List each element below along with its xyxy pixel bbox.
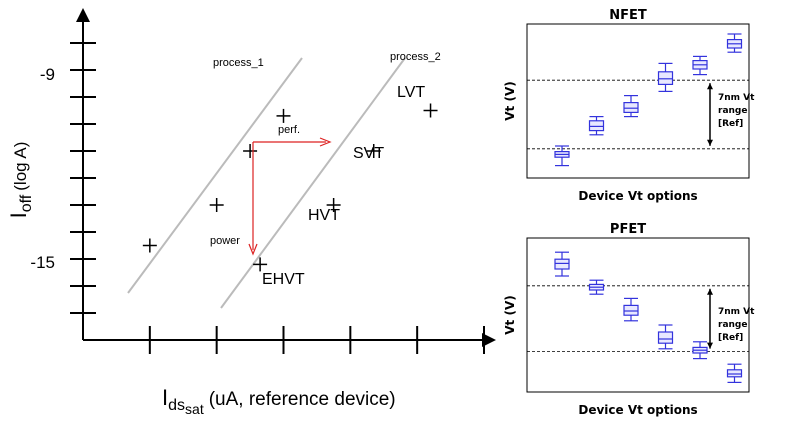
box-5 xyxy=(692,341,708,360)
box-1 xyxy=(554,251,570,277)
nfet-ref-line-3: [Ref] xyxy=(718,119,743,129)
box-3 xyxy=(623,297,639,322)
pfet-ref-line-3: [Ref] xyxy=(718,333,743,343)
box-4 xyxy=(657,324,674,350)
box-6 xyxy=(726,363,743,383)
pfet-ref-line-2: range xyxy=(718,320,747,330)
x-axis-arrow xyxy=(482,333,496,347)
box-2 xyxy=(588,115,605,136)
box-1 xyxy=(554,145,570,167)
box-5 xyxy=(692,55,708,76)
series-label-process-1: process_1 xyxy=(213,57,264,69)
pfet-y-label: Vt (V) xyxy=(503,295,517,334)
pfet-range-bracket xyxy=(707,288,713,349)
nfet-ref-line-1: 7nm Vt xyxy=(718,93,755,103)
process-1-trendline xyxy=(127,57,303,294)
svg-text:Vt (V): Vt (V) xyxy=(503,81,517,120)
marker-process_2 xyxy=(423,103,438,118)
marker-process_1 xyxy=(142,238,157,253)
series-label-process-2: process_2 xyxy=(390,51,441,63)
nfet-ref-line-2: range xyxy=(718,106,747,116)
marker-process_2 xyxy=(326,198,341,212)
marker-process_2 xyxy=(253,257,268,272)
y-axis-label: Ioff(log A) xyxy=(6,142,35,219)
pfet-plot-frame xyxy=(526,237,750,393)
annotation-perf: perf. xyxy=(278,124,300,136)
x-axis-label: Idssat(uA, reference device) xyxy=(162,385,396,417)
nfet-y-label: Vt (V) xyxy=(503,81,517,120)
marker-process_2 xyxy=(366,144,381,158)
point-label-hvt: HVT xyxy=(308,207,340,224)
svg-text:Ioff(log A): Ioff(log A) xyxy=(6,142,35,219)
perf-arrow-head xyxy=(319,137,332,147)
nfet-plot-frame xyxy=(526,23,750,179)
point-label-lvt: LVT xyxy=(397,84,425,101)
marker-process_1 xyxy=(276,108,291,123)
svg-text:Vt (V): Vt (V) xyxy=(503,295,517,334)
nfet-boxes xyxy=(554,33,743,167)
box-3 xyxy=(623,94,639,118)
nfet-title: NFET xyxy=(609,8,647,23)
box-4 xyxy=(657,62,674,93)
nfet-range-bracket xyxy=(707,83,713,146)
process-2-trendline xyxy=(220,57,406,309)
marker-process_1 xyxy=(243,144,258,158)
ytick-label-minus15: -15 xyxy=(30,253,55,272)
box-6 xyxy=(726,33,743,53)
ytick-label-minus9: -9 xyxy=(40,65,55,84)
nfet-ref-lines xyxy=(527,79,749,150)
point-label-ehvt: EHVT xyxy=(262,271,305,288)
marker-process_1 xyxy=(209,198,224,212)
point-label-svt: SVT xyxy=(353,145,384,162)
markers xyxy=(142,103,438,272)
pfet-boxes xyxy=(554,251,743,383)
pfet-ref-line-1: 7nm Vt xyxy=(718,307,755,317)
annotation-power: power xyxy=(210,235,240,247)
y-axis-arrow xyxy=(76,8,90,22)
pfet-ref-lines xyxy=(527,285,749,353)
box-2 xyxy=(588,279,605,295)
x-ticks xyxy=(148,326,485,354)
pfet-title: PFET xyxy=(610,222,646,237)
y-ticks xyxy=(70,42,96,314)
pfet-x-label: Device Vt options xyxy=(578,403,697,417)
nfet-x-label: Device Vt options xyxy=(578,189,697,203)
power-arrow-head xyxy=(248,243,258,256)
